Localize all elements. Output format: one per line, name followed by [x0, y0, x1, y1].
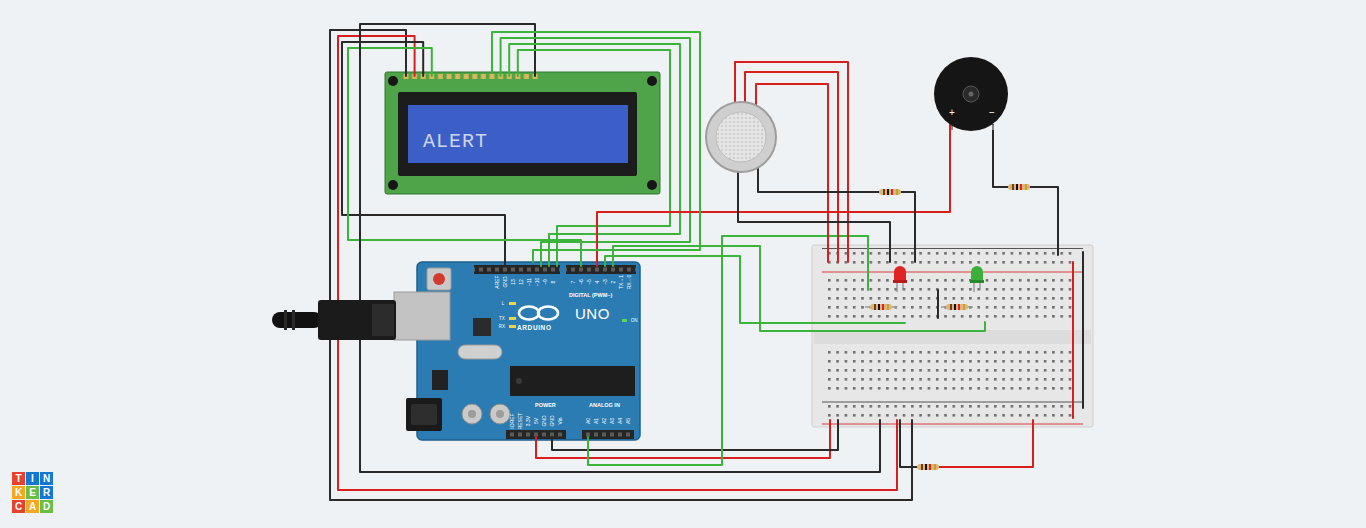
section-title: POWER [535, 403, 556, 409]
pin-label: TX→1 [619, 275, 624, 289]
pin-label: AREF [495, 275, 500, 288]
led-label: TX [499, 317, 505, 322]
lcd-text: ALERT [423, 132, 488, 152]
pin-label: A0 [586, 418, 591, 424]
pin-label: ~9 [543, 279, 548, 285]
section-title: ANALOG IN [589, 403, 620, 409]
logo-letter: I [31, 474, 34, 484]
pin-label: 13 [511, 279, 516, 285]
led-label: ON [631, 319, 638, 324]
polarity-mark: + [949, 108, 955, 118]
logo-letter: R [43, 488, 50, 498]
led-symbol [893, 266, 984, 292]
pin-label: ~5 [587, 279, 592, 285]
resistor-symbol [865, 184, 1030, 470]
pin-label: 12 [519, 279, 524, 285]
logo-letter: A [29, 502, 36, 512]
arduino-board: ARDUINO UNO DIGITAL (PWM~) POWER ANALOG IN [417, 262, 640, 440]
pin-label: ~3 [603, 279, 608, 285]
pin-label: 8 [551, 281, 556, 284]
pin-label: A4 [618, 418, 623, 424]
pin-label: 4 [595, 281, 600, 284]
logo-letter: T [15, 474, 21, 484]
pin-label: RX←0 [627, 275, 632, 290]
pin-label: A2 [602, 418, 607, 424]
arduino-uno [394, 262, 640, 440]
breadboard [812, 245, 1093, 427]
pin-label: ~6 [579, 279, 584, 285]
pin-label: 7 [571, 281, 576, 284]
pin-label: A5 [626, 418, 631, 424]
pin-label: ~11 [527, 278, 532, 286]
piezo-buzzer [934, 57, 1008, 131]
pin-label: GND [503, 276, 508, 287]
pin-label: 2 [611, 281, 616, 284]
pin-label: IOREF [510, 413, 515, 428]
polarity-mark: − [989, 108, 995, 118]
header-title: DIGITAL (PWM~) [569, 293, 612, 299]
logo-letter: E [29, 488, 36, 498]
brand-text: ARDUINO [517, 325, 552, 332]
pin-label: A3 [610, 418, 615, 424]
logo-tiles [12, 472, 53, 513]
led-label: L [502, 302, 505, 307]
lcd-module [385, 72, 660, 194]
wire [492, 32, 700, 262]
pin-label: A1 [594, 418, 599, 424]
logo-letter: D [43, 502, 50, 512]
logo-letter: C [15, 502, 22, 512]
pin-label: GND [542, 415, 547, 426]
led-label: RX [499, 325, 505, 330]
model-text: UNO [575, 306, 610, 321]
usb-cable [272, 300, 396, 340]
pin-label: 5V [534, 418, 539, 424]
pin-label: 3.3V [526, 416, 531, 426]
logo-letter: N [43, 474, 50, 484]
lcd-display: ALERT [385, 72, 660, 194]
pin-label: Vin [558, 417, 563, 424]
pin-label: RESET [518, 413, 523, 430]
gas-sensor [706, 102, 776, 172]
pin-label: GND [550, 415, 555, 426]
pin-label: ~10 [535, 278, 540, 286]
logo-letter: K [15, 488, 22, 498]
wires [330, 24, 1083, 500]
